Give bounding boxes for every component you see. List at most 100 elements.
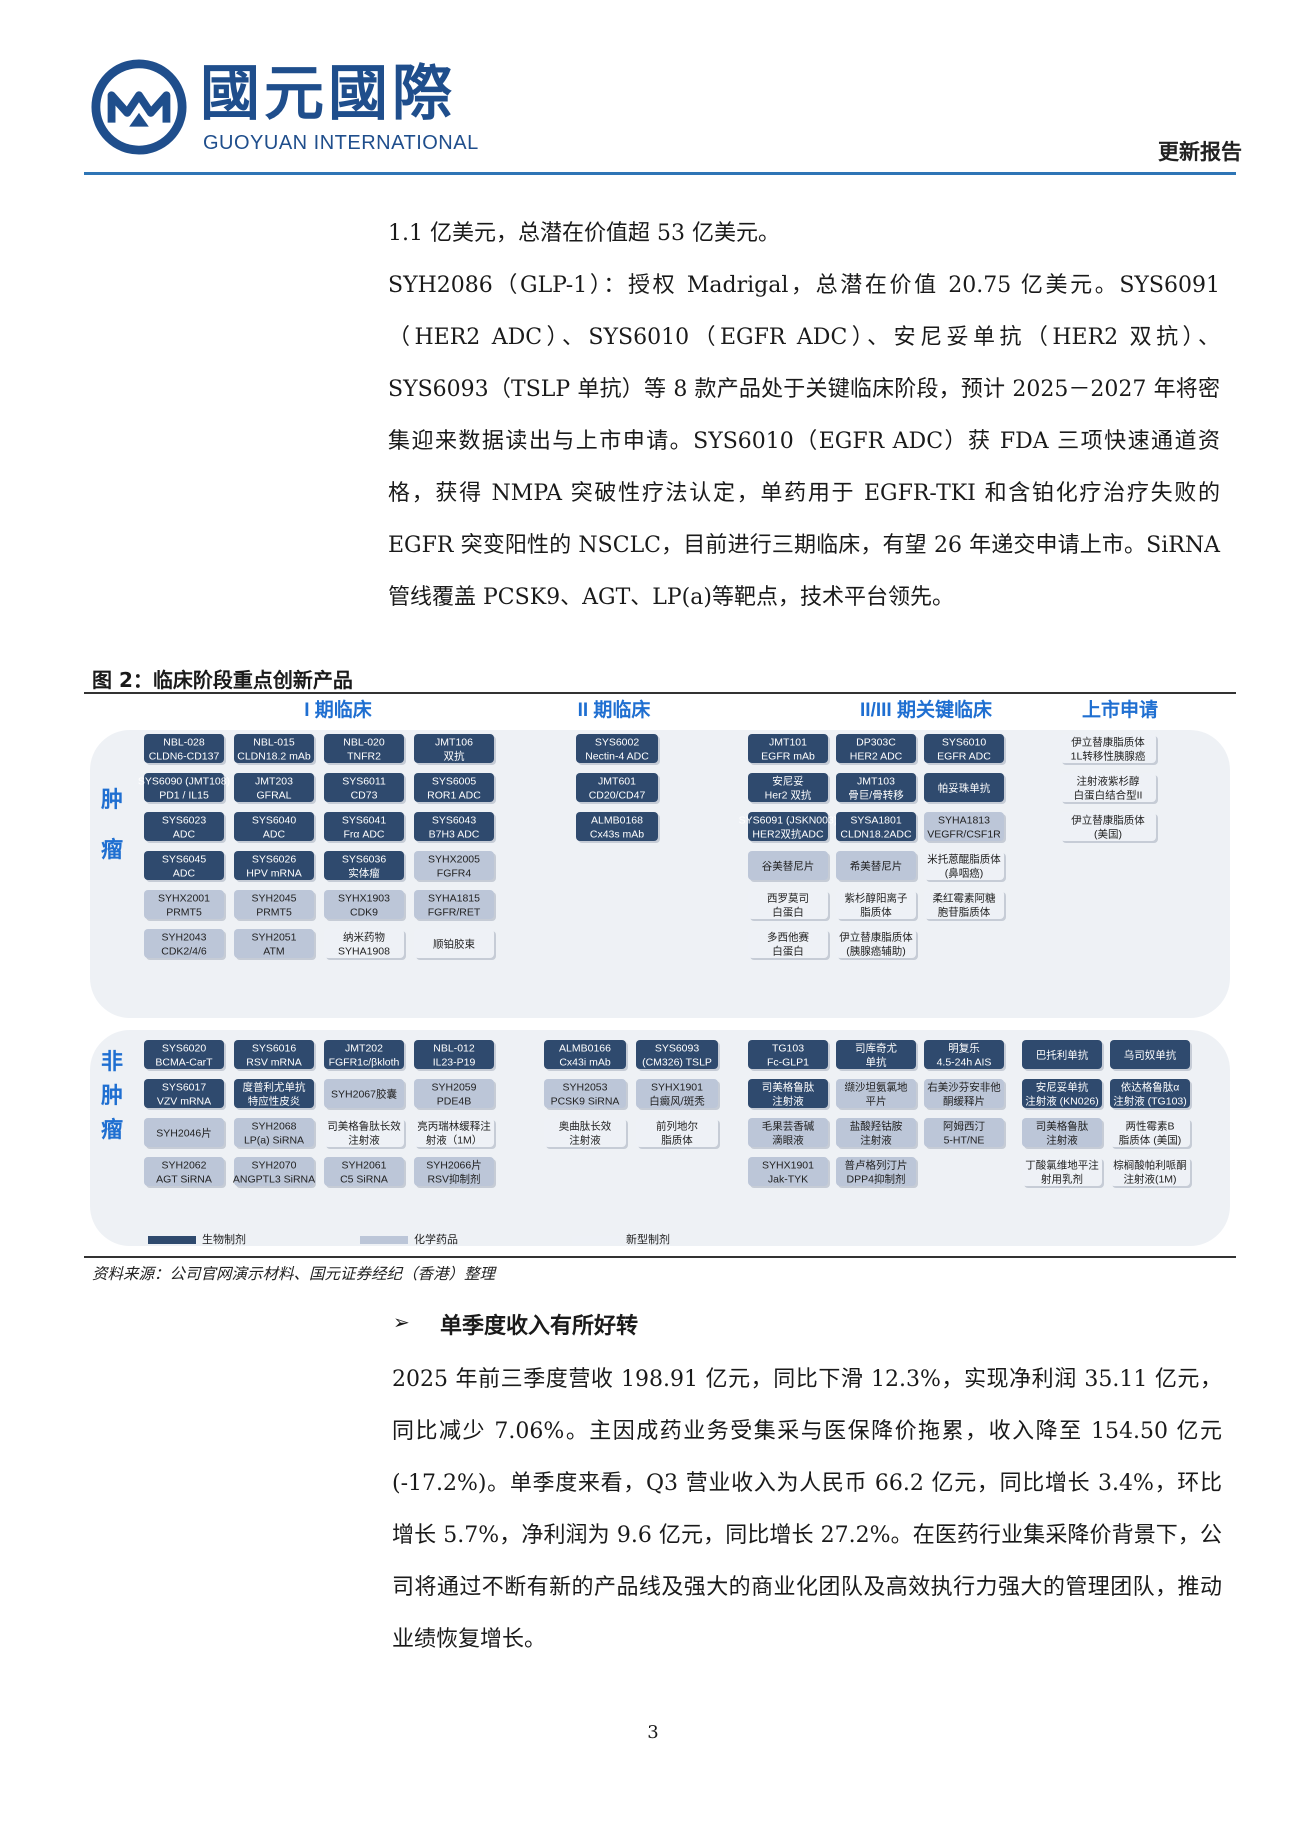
box-label: 注射液 [860,1134,892,1147]
pipeline-box [234,890,314,919]
section-heading: 单季度收入有所好转 [440,1313,639,1339]
box-label: 缬沙坦氨氯地 [845,1081,908,1094]
pipeline-box [924,890,1004,919]
box-label: JMT101 [769,737,807,749]
pipeline-box [576,734,658,763]
box-label: FGFR1c/βkloth [329,1057,400,1069]
pipeline-box [836,812,916,841]
box-label: 双抗 [444,750,465,763]
box-label: 度普利尤单抗 [243,1081,306,1094]
box-label: SYHX1903 [338,893,390,905]
box-label: 白癜风/斑秃 [649,1095,705,1108]
pipeline-box [324,929,404,958]
box-label: ROR1 ADC [427,790,481,802]
box-label: SYS6090 (JMT108) [138,776,230,788]
box-label: IL23-P19 [433,1057,476,1069]
pipeline-box [1060,734,1156,763]
box-label: 脂质体 [860,906,892,919]
pipeline-box [544,1079,626,1108]
box-label: SYS6091 (JSKN003) [739,815,838,827]
legend-label: 新型制剂 [626,1232,670,1246]
box-label: (CM326) TSLP [642,1057,712,1069]
box-label: SYH2061 [342,1160,387,1172]
box-label: CD20/CD47 [589,790,646,802]
pipeline-box [1110,1079,1190,1108]
box-label: 注射液 (KN026) [1025,1095,1099,1108]
pipeline-box [324,773,404,802]
box-label: VZV mRNA [157,1096,211,1108]
row-label-nontumor: 肿 [101,1083,123,1108]
box-label: RSV mRNA [246,1057,301,1069]
box-label: 帕妥珠单抗 [938,782,991,795]
legend-swatch [572,1236,620,1244]
box-label: 4.5-24h AIS [937,1057,992,1069]
pipeline-box [636,1118,718,1147]
box-label: (胰腺癌辅助) [846,945,906,958]
legend-label: 化学药品 [414,1232,458,1246]
pipeline-box [414,812,494,841]
box-label: 脂质体 (美国) [1119,1134,1181,1147]
box-label: SYH2068 [252,1121,297,1133]
box-label: 注射液 [1046,1134,1078,1147]
box-label: 平片 [866,1095,887,1108]
pipeline-box [414,851,494,880]
box-label: SYS6041 [342,815,387,827]
box-label: DP303C [856,737,896,749]
pipeline-box [1022,1079,1102,1108]
box-label: SYH2066片 [426,1159,481,1172]
legend-label: 生物制剂 [202,1232,246,1246]
box-label: CLDN18.2ADC [840,829,912,841]
pipeline-box [234,1157,314,1186]
box-label: CDK9 [350,907,378,919]
pipeline-box [1110,1157,1190,1186]
pipeline-box [924,773,1004,802]
pipeline-box [836,1040,916,1069]
box-label: 白蛋白 [772,906,804,919]
box-label: LP(a) SiRNA [244,1135,304,1147]
figure-title: 图 2：临床阶段重点创新产品 [92,668,353,692]
box-label: JMT203 [255,776,293,788]
box-label: 依达格鲁肽α [1121,1081,1180,1094]
pipeline-box [324,1157,404,1186]
page-number: 3 [647,1722,659,1743]
pipeline-box [924,1040,1004,1069]
pipeline-box [836,890,916,919]
box-label: 前列地尔 [656,1120,698,1133]
box-label: 白蛋白结合型II [1074,789,1143,802]
pipeline-box [414,929,494,958]
box-label: 棕榈酸帕利哌酮 [1113,1159,1187,1172]
box-label: 顺铂胶束 [433,938,475,951]
box-label: DPP4抑制剂 [847,1173,906,1186]
pipeline-box [234,1118,314,1147]
pipeline-box [748,1079,828,1108]
box-label: JMT601 [598,776,636,788]
pipeline-box [234,1040,314,1069]
pipeline-box [144,773,224,802]
pipeline-box [414,773,494,802]
box-label: 两性霉素B [1125,1120,1174,1133]
pipeline-box [144,1157,224,1186]
brand-name-cn: 國元國際 [200,59,456,129]
column-header: II/III 期关键临床 [860,698,992,721]
box-label: SYHX2001 [158,893,210,905]
legend-swatch [148,1236,196,1244]
pipeline-box [748,1157,828,1186]
legend-swatch [360,1236,408,1244]
box-label: 多西他赛 [767,931,809,944]
pipeline-box [836,1118,916,1147]
company-logo-icon [91,59,187,155]
box-label: 注射液 [569,1134,601,1147]
box-label: ALMB0166 [559,1043,611,1055]
box-label: 注射液紫杉醇 [1077,775,1140,788]
box-label: 射液（1M） [426,1134,483,1147]
box-label: SYHA1815 [428,893,480,905]
pipeline-box [924,812,1004,841]
box-label: SYH2062 [162,1160,207,1172]
box-label: AGT SiRNA [156,1174,212,1186]
box-label: C5 SiRNA [340,1174,388,1186]
pipeline-box [836,851,916,880]
box-label: CDK2/4/6 [161,946,207,958]
box-label: GFRAL [256,790,291,802]
pipeline-box [144,929,224,958]
pipeline-box [748,890,828,919]
